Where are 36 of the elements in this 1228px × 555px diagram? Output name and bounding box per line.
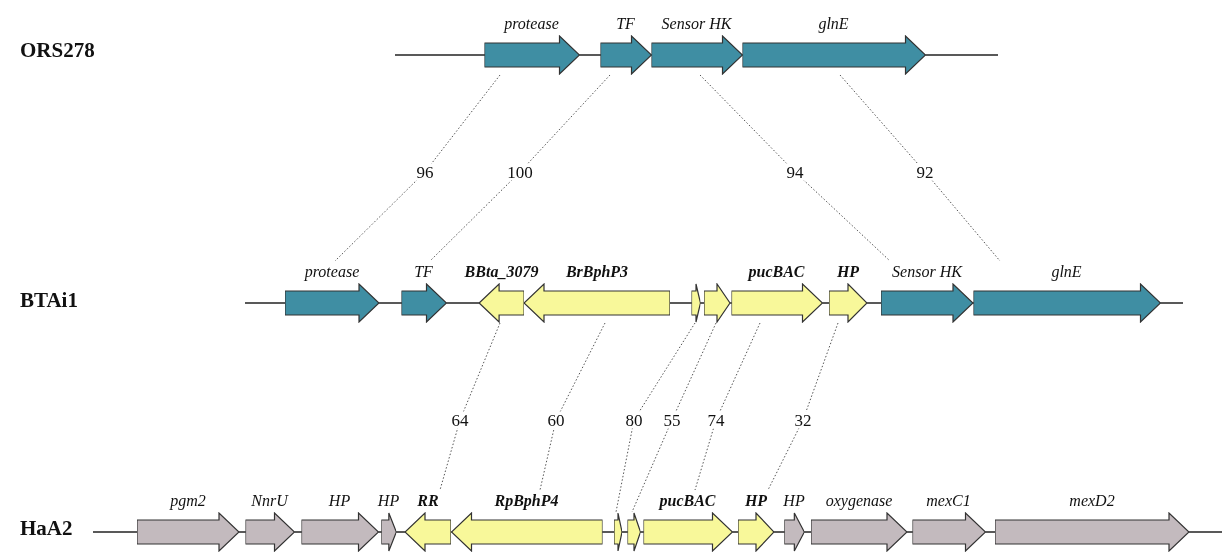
gene-label: RpBphP4 <box>494 491 559 512</box>
gene-label: HP <box>377 491 400 511</box>
gene-label: protease <box>304 262 360 283</box>
genome-name: BTAi1 <box>20 290 78 311</box>
gene-label: TF <box>616 14 635 34</box>
gene-label: BBta_3079 <box>464 262 539 282</box>
gene-label: Sensor HK <box>892 262 962 282</box>
gene-label: RR <box>417 491 439 511</box>
gene-label: mexD2 <box>1069 491 1115 511</box>
genome-name: ORS278 <box>20 40 95 61</box>
homology-line <box>694 322 761 491</box>
homology-line <box>699 74 891 262</box>
homology-line <box>615 322 696 513</box>
homology-line <box>839 74 1001 262</box>
gene-label: pucBAC <box>659 491 716 512</box>
gene-label: HP <box>744 491 768 511</box>
gene-label: HP <box>328 491 351 511</box>
gene-label: HP <box>836 262 860 282</box>
gene-label: glnE <box>818 14 849 35</box>
gene-label: BrBphP3 <box>565 262 629 283</box>
homology-line <box>539 322 606 491</box>
gene-label: Sensor HK <box>661 14 732 34</box>
gene-label: HP <box>783 491 805 511</box>
genome-name: HaA2 <box>20 518 73 539</box>
gene-label: NnrU <box>251 491 288 511</box>
gene-label: protease <box>504 14 559 35</box>
gene-label: oxygenase <box>825 491 893 512</box>
gene-label: pucBAC <box>748 262 805 283</box>
gene-label: glnE <box>1051 262 1082 283</box>
homology-line <box>429 74 611 262</box>
homology-line <box>334 74 501 262</box>
gene-label: TF <box>414 262 433 282</box>
gene-label: mexC1 <box>926 491 971 511</box>
homology-line <box>439 322 501 491</box>
homology-line <box>767 322 839 491</box>
gene-label: pgm2 <box>170 491 206 512</box>
